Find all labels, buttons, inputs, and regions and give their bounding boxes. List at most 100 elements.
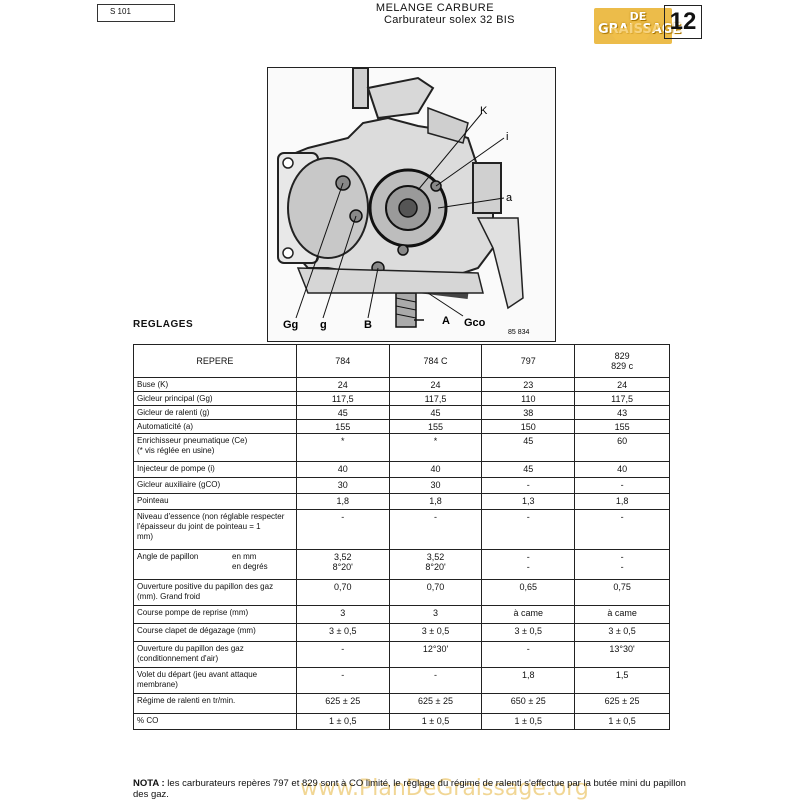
row-value: 1,8	[388, 493, 483, 510]
oil-can-icon	[611, 22, 662, 40]
row-value: 24	[295, 377, 390, 392]
row-value: 625 ± 25	[388, 693, 483, 714]
row-value: 155	[388, 419, 483, 434]
row-value: 45	[388, 405, 483, 420]
row-value: 23	[481, 377, 576, 392]
label-a: a	[506, 192, 513, 204]
footnote: NOTA : les carburateurs repères 797 et 8…	[133, 778, 693, 800]
row-label: Pointeau	[133, 493, 297, 510]
carburetor-figure: K i a Gg g B A Gco 85 834	[267, 67, 556, 342]
table-row: Ouverture du papillon des gaz(conditionn…	[133, 641, 670, 668]
row-value: 0,70	[295, 579, 390, 606]
row-value: 650 ± 25	[481, 693, 576, 714]
row-value: 117,5	[295, 391, 390, 406]
table-row: Niveau d'essence (non réglable respecter…	[133, 509, 670, 550]
document-ref: S 101	[110, 7, 131, 16]
footnote-text: les carburateurs repères 797 et 829 sont…	[133, 778, 686, 800]
row-value: 40	[574, 461, 670, 478]
row-value: -	[481, 641, 576, 668]
row-value: 38	[481, 405, 576, 420]
row-label: Régime de ralenti en tr/min.	[133, 693, 297, 714]
row-value: 12°30'	[388, 641, 483, 668]
settings-table: REPERE 784 784 C 797 829 829 c Buse (K)2…	[133, 344, 670, 730]
row-value: 24	[574, 377, 670, 392]
row-value: --	[574, 549, 670, 580]
document-subtitle: Carburateur solex 32 BIS	[384, 14, 515, 26]
header-784c: 784 C	[388, 344, 483, 378]
figure-ref-number: 85 834	[508, 329, 530, 336]
row-value: 30	[388, 477, 483, 494]
row-value: 1 ± 0,5	[481, 713, 576, 730]
row-value: 3	[388, 605, 483, 624]
row-value: 0,65	[481, 579, 576, 606]
row-value: -	[295, 667, 390, 694]
row-value: 110	[481, 391, 576, 406]
row-value: 3 ± 0,5	[388, 623, 483, 642]
row-value: -	[388, 667, 483, 694]
row-value: -	[574, 509, 670, 550]
row-value: --	[481, 549, 576, 580]
row-value: 45	[295, 405, 390, 420]
row-value: 1 ± 0,5	[388, 713, 483, 730]
row-value: *	[388, 433, 483, 462]
row-value: 13°30'	[574, 641, 670, 668]
table-row: Ouverture positive du papillon des gaz(m…	[133, 579, 670, 606]
row-value: 117,5	[388, 391, 483, 406]
row-value: 117,5	[574, 391, 670, 406]
row-label: Gicleur auxiliaire (gCO)	[133, 477, 297, 494]
row-value: 1,8	[574, 493, 670, 510]
row-value: 1,3	[481, 493, 576, 510]
row-value: 43	[574, 405, 670, 420]
row-label: Ouverture du papillon des gaz(conditionn…	[133, 641, 297, 668]
row-value: -	[295, 509, 390, 550]
row-value: 45	[481, 461, 576, 478]
row-label: Niveau d'essence (non réglable respecter…	[133, 509, 297, 550]
row-value: 1,5	[574, 667, 670, 694]
section-title: REGLAGES	[133, 319, 194, 330]
row-value: 1 ± 0,5	[295, 713, 390, 730]
row-value: -	[295, 641, 390, 668]
label-gg: Gg	[283, 319, 298, 331]
row-value: 40	[295, 461, 390, 478]
carburetor-diagram: K i a Gg g B A Gco 85 834	[277, 67, 530, 336]
row-label: Injecteur de pompe (i)	[133, 461, 297, 478]
row-label: Course clapet de dégazage (mm)	[133, 623, 297, 642]
row-label: Buse (K)	[133, 377, 297, 392]
row-value: 150	[481, 419, 576, 434]
row-value: 3 ± 0,5	[295, 623, 390, 642]
table-header-row: REPERE 784 784 C 797 829 829 c	[133, 344, 670, 378]
row-value: 3 ± 0,5	[481, 623, 576, 642]
row-value: -	[481, 477, 576, 494]
table-row: Enrichisseur pneumatique (Ce)(* vis régl…	[133, 433, 670, 462]
row-value: 30	[295, 477, 390, 494]
row-value: 45	[481, 433, 576, 462]
row-label: Gicleur principal (Gg)	[133, 391, 297, 406]
label-gco: Gco	[464, 317, 486, 329]
header-797: 797	[481, 344, 576, 378]
row-value: 1 ± 0,5	[574, 713, 670, 730]
row-label: Gicleur de ralenti (g)	[133, 405, 297, 420]
row-value: 1,8	[481, 667, 576, 694]
row-label: Ouverture positive du papillon des gaz(m…	[133, 579, 297, 606]
row-value: -	[481, 509, 576, 550]
row-label: Enrichisseur pneumatique (Ce)(* vis régl…	[133, 433, 297, 462]
footnote-label: NOTA :	[133, 778, 165, 789]
row-value: 60	[574, 433, 670, 462]
